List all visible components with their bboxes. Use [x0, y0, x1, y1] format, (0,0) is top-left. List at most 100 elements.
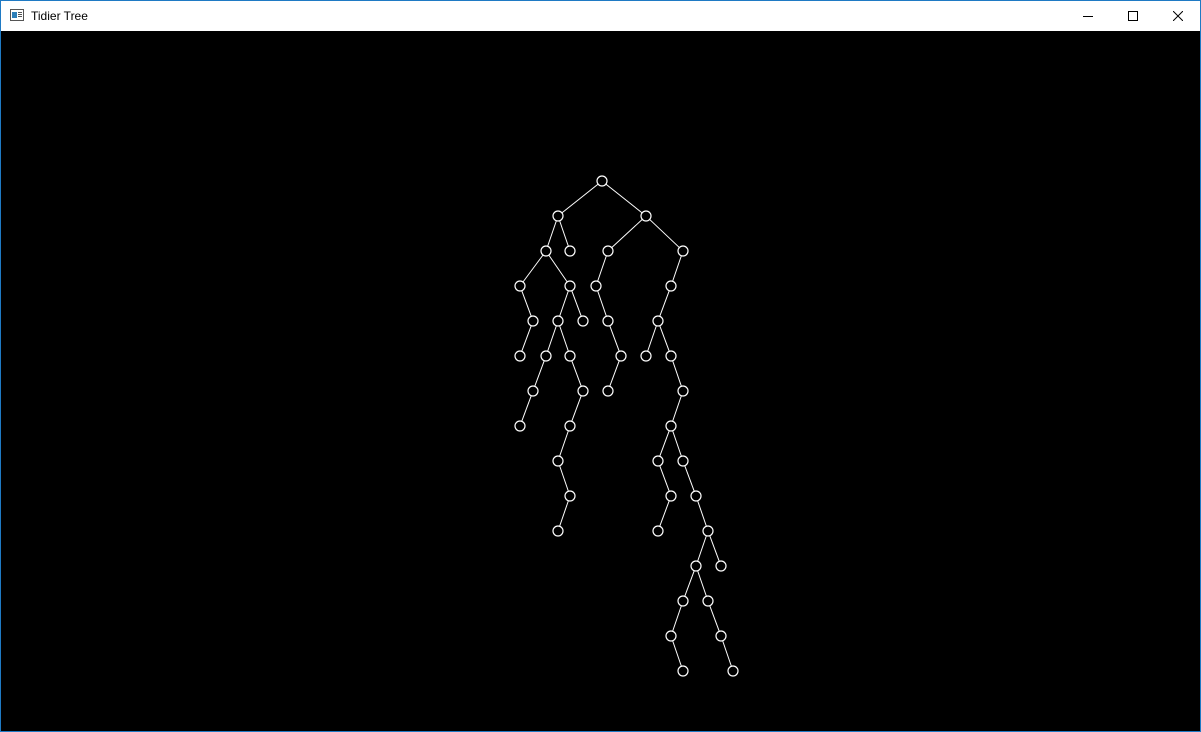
tree-edge	[659, 465, 670, 492]
tree-edge	[659, 430, 670, 457]
tree-edge	[559, 500, 569, 527]
tree-edge	[659, 290, 670, 317]
tree-node	[527, 385, 539, 397]
tree-edge	[559, 430, 569, 457]
tree-node	[652, 315, 664, 327]
tree-node	[564, 420, 576, 432]
tree-edge	[684, 465, 695, 492]
tree-node	[514, 280, 526, 292]
tree-edge	[547, 325, 557, 352]
tree-node	[677, 245, 689, 257]
tree-drawing	[514, 175, 739, 677]
tree-edge	[547, 220, 557, 247]
tree-edge	[559, 325, 569, 352]
tree-edge	[522, 254, 544, 283]
tree-node	[564, 280, 576, 292]
tree-node	[540, 245, 552, 257]
tree-node	[590, 280, 602, 292]
tree-node	[640, 350, 652, 362]
tree-node	[552, 455, 564, 467]
tree-edge	[559, 220, 569, 247]
tree-node	[514, 350, 526, 362]
tree-edge	[697, 500, 707, 527]
tree-edge	[672, 255, 682, 282]
tree-node	[596, 175, 608, 187]
tree-node	[602, 245, 614, 257]
tree-node	[727, 665, 739, 677]
tree-edge	[647, 325, 657, 352]
tree-edge	[672, 430, 682, 457]
tree-node	[665, 490, 677, 502]
tree-edge	[597, 290, 607, 317]
tree-edge	[605, 183, 643, 214]
tree-edge	[571, 360, 582, 387]
tree-node	[715, 630, 727, 642]
tree-node	[527, 315, 539, 327]
tree-edge	[672, 640, 682, 667]
close-button[interactable]	[1155, 1, 1200, 31]
tree-node	[652, 455, 664, 467]
tree-node	[665, 630, 677, 642]
tree-edge	[672, 605, 682, 632]
tree-edge	[611, 219, 643, 248]
tree-canvas[interactable]	[1, 31, 1200, 731]
close-icon	[1172, 11, 1183, 21]
tree-node	[540, 350, 552, 362]
tree-node	[690, 490, 702, 502]
tree-node	[577, 315, 589, 327]
tree-edge	[534, 360, 545, 387]
tree-edge	[521, 325, 532, 352]
tree-edge	[521, 290, 532, 317]
tree-node	[652, 525, 664, 537]
tree-node	[514, 420, 526, 432]
tree-edge	[559, 290, 569, 317]
tree-node	[615, 350, 627, 362]
tree-edge	[672, 360, 682, 387]
tree-node	[677, 385, 689, 397]
tree-node	[564, 245, 576, 257]
tree-edge	[684, 570, 695, 597]
app-window-icon	[10, 9, 24, 21]
tree-edge	[659, 325, 670, 352]
tree-edge	[597, 255, 607, 282]
minimize-icon	[1082, 16, 1093, 17]
tree-edge	[659, 500, 670, 527]
maximize-button[interactable]	[1110, 1, 1155, 31]
tree-edge	[649, 219, 680, 248]
tree-edge	[561, 183, 599, 214]
tree-node	[665, 280, 677, 292]
maximize-icon	[1127, 11, 1138, 21]
tree-edge	[709, 605, 720, 632]
tree-edge	[722, 640, 732, 667]
tree-node	[552, 210, 564, 222]
tree-node	[602, 315, 614, 327]
tree-node	[677, 455, 689, 467]
tree-node	[552, 315, 564, 327]
tree-node	[602, 385, 614, 397]
tree-edge	[521, 395, 532, 422]
tree-edge	[571, 290, 582, 317]
tree-edge	[609, 325, 620, 352]
tree-node	[677, 595, 689, 607]
tree-edge	[697, 570, 707, 597]
tree-edge	[548, 254, 568, 283]
window-title: Tidier Tree	[31, 9, 88, 23]
tree-node	[665, 420, 677, 432]
tree-node	[665, 350, 677, 362]
tree-edge	[609, 360, 620, 387]
minimize-button[interactable]	[1065, 1, 1110, 31]
tree-node	[564, 490, 576, 502]
tree-node	[577, 385, 589, 397]
tree-edge	[672, 395, 682, 422]
tree-node	[640, 210, 652, 222]
tree-edge	[571, 395, 582, 422]
tree-node	[702, 525, 714, 537]
title-bar[interactable]: Tidier Tree	[1, 1, 1200, 31]
tree-edge	[697, 535, 707, 562]
tree-node	[715, 560, 727, 572]
tree-edge	[709, 535, 720, 562]
tree-node	[552, 525, 564, 537]
tree-node	[702, 595, 714, 607]
tree-node	[564, 350, 576, 362]
